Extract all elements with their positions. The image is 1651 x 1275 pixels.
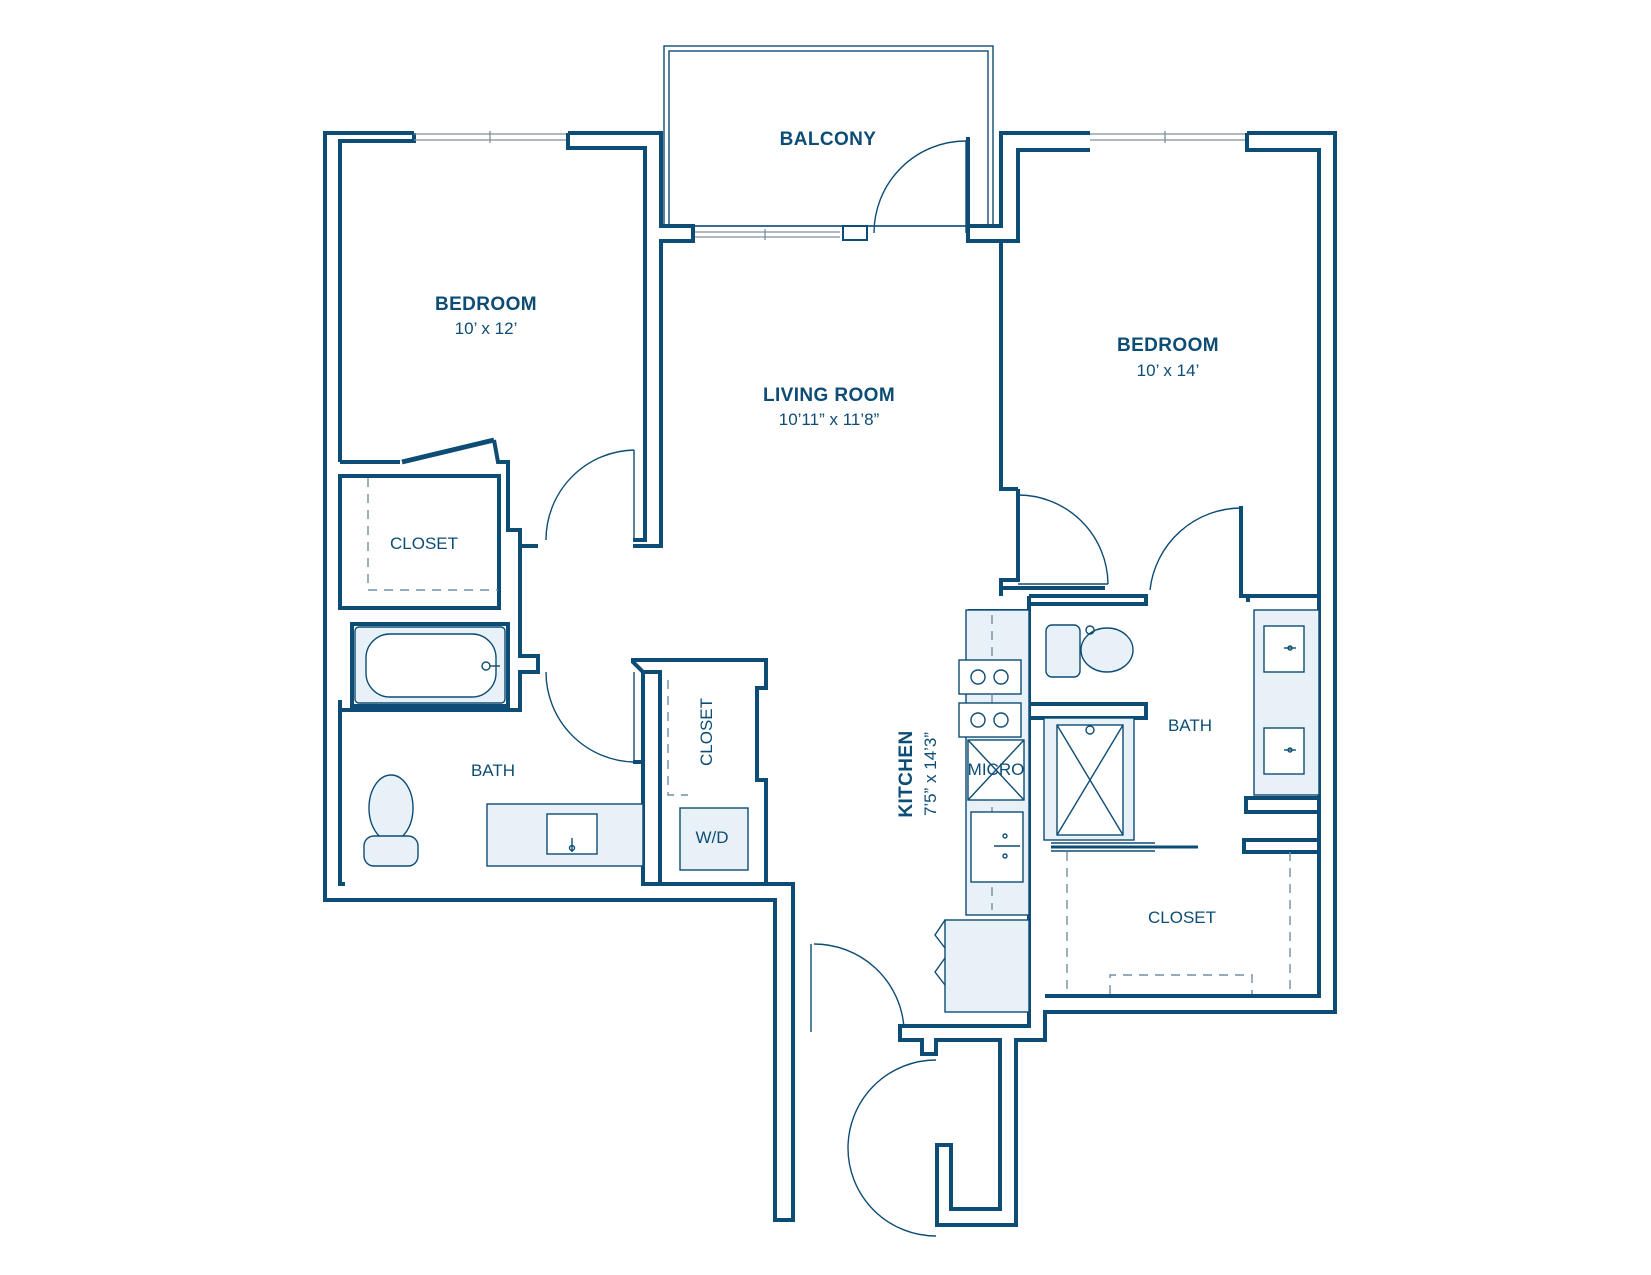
bath-left-fixtures [354, 626, 644, 867]
balcony [663, 45, 994, 241]
doors [545, 140, 1243, 1237]
living-room-label: LIVING ROOM [763, 385, 895, 406]
kitchen-size: 7’5” x 14’3” [921, 732, 940, 816]
closet-right [1066, 852, 1291, 996]
closet-left [367, 478, 498, 591]
laundry-closet [667, 680, 749, 871]
bath-left-label: BATH [471, 761, 515, 780]
bath-right-fixtures [1043, 624, 1305, 841]
bedroom-right-size: 10’ x 14’ [1137, 361, 1200, 380]
bedroom-left-label: BEDROOM [435, 294, 537, 315]
bedroom-left-size: 10’ x 12’ [455, 319, 518, 338]
closet-left-label: CLOSET [390, 534, 458, 553]
kitchen-label: KITCHEN [896, 730, 917, 817]
living-room-size: 10’11” x 11’8” [779, 410, 880, 429]
bath-right-label: BATH [1168, 716, 1212, 735]
kitchen-counter [934, 609, 1030, 1013]
hall-closet-label: CLOSET [697, 698, 716, 766]
microwave-label: MICRO [968, 760, 1025, 779]
balcony-label: BALCONY [780, 129, 877, 150]
laundry-label: W/D [695, 828, 728, 847]
bedroom-right-label: BEDROOM [1117, 335, 1219, 356]
closet-right-label: CLOSET [1148, 908, 1216, 927]
